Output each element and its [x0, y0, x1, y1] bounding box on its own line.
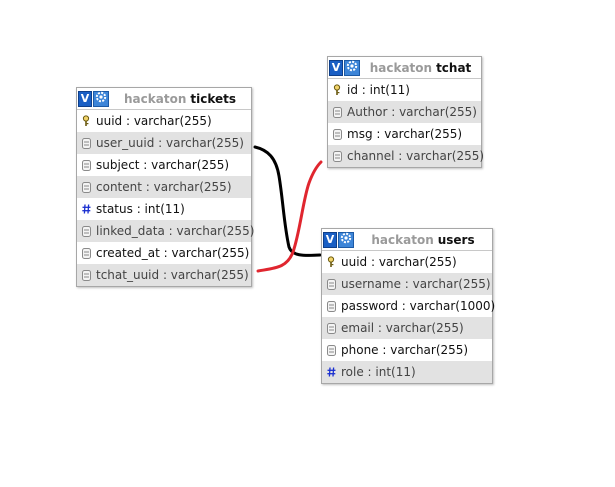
- column-label: password : varchar(1000): [341, 299, 496, 313]
- column-icon: [332, 106, 342, 118]
- table-column-row[interactable]: channel : varchar(255): [328, 145, 485, 167]
- column-list: uuid : varchar(255) user_uuid : varchar(2…: [77, 110, 255, 286]
- column-label: Author : varchar(255): [347, 105, 477, 119]
- column-icon: [81, 137, 91, 149]
- column-icon: [81, 181, 91, 193]
- table-options-button[interactable]: [338, 231, 354, 248]
- table-options-button[interactable]: [93, 90, 109, 107]
- column-icon: [332, 128, 342, 140]
- table-options-button[interactable]: [344, 59, 360, 76]
- column-label: role : int(11): [341, 365, 416, 379]
- relation-line-user-uuid-to-users-uuid: [253, 145, 322, 257]
- table-column-row[interactable]: msg : varchar(255): [328, 123, 481, 145]
- column-label: email : varchar(255): [341, 321, 464, 335]
- database-name: hackaton: [371, 232, 434, 247]
- table-column-row[interactable]: password : varchar(1000): [322, 295, 496, 317]
- table-column-row[interactable]: username : varchar(255): [322, 273, 492, 295]
- column-label: subject : varchar(255): [96, 158, 230, 172]
- column-label: content : varchar(255): [96, 180, 232, 194]
- column-icon: [81, 247, 91, 259]
- hash-icon: [81, 203, 91, 215]
- table-column-row[interactable]: tchat_uuid : varchar(255): [77, 264, 251, 286]
- key-icon: [332, 84, 342, 96]
- table-name: users: [437, 232, 475, 247]
- gear-icon: [95, 91, 107, 106]
- relation-line-tchat-uuid-to-tchat: [256, 160, 323, 273]
- table-column-row[interactable]: Author : varchar(255): [328, 101, 481, 123]
- column-icon: [326, 278, 336, 290]
- table-column-row[interactable]: content : varchar(255): [77, 176, 251, 198]
- key-icon: [326, 256, 336, 268]
- table-column-row[interactable]: id : int(11): [328, 79, 481, 101]
- column-icon: [326, 322, 336, 334]
- table-column-row[interactable]: status : int(11): [77, 198, 251, 220]
- column-label: status : int(11): [96, 202, 185, 216]
- toggle-columns-button[interactable]: V: [329, 59, 343, 76]
- gear-icon: [340, 232, 352, 247]
- column-list: uuid : varchar(255) username : varchar(25…: [322, 251, 496, 383]
- table-name: tchat: [436, 60, 472, 75]
- toggle-columns-button[interactable]: V: [323, 231, 337, 248]
- column-label: id : int(11): [347, 83, 410, 97]
- column-label: username : varchar(255): [341, 277, 491, 291]
- column-icon: [81, 225, 91, 237]
- table-column-row[interactable]: linked_data : varchar(255): [77, 220, 255, 242]
- database-name: hackaton: [369, 60, 433, 75]
- column-label: user_uuid : varchar(255): [96, 136, 244, 150]
- table-column-row[interactable]: role : int(11): [322, 361, 492, 383]
- column-label: phone : varchar(255): [341, 343, 469, 357]
- column-label: channel : varchar(255): [347, 149, 485, 163]
- column-label: linked_data : varchar(255): [96, 224, 255, 238]
- table-column-row[interactable]: user_uuid : varchar(255): [77, 132, 251, 154]
- table-column-row[interactable]: created_at : varchar(255): [77, 242, 251, 264]
- column-label: uuid : varchar(255): [96, 114, 212, 128]
- column-label: tchat_uuid : varchar(255): [96, 268, 249, 282]
- column-icon: [326, 344, 336, 356]
- table-name: tickets: [190, 91, 236, 106]
- column-icon: [326, 300, 336, 312]
- table-column-row[interactable]: uuid : varchar(255): [77, 110, 251, 132]
- column-icon: [81, 159, 91, 171]
- gear-icon: [346, 60, 358, 75]
- table-column-row[interactable]: subject : varchar(255): [77, 154, 251, 176]
- key-icon: [81, 115, 91, 127]
- column-label: msg : varchar(255): [347, 127, 463, 141]
- column-icon: [332, 150, 342, 162]
- column-icon: [81, 269, 91, 281]
- toggle-columns-button[interactable]: V: [78, 90, 92, 107]
- table-column-row[interactable]: uuid : varchar(255): [322, 251, 492, 273]
- table-column-row[interactable]: email : varchar(255): [322, 317, 492, 339]
- column-label: created_at : varchar(255): [96, 246, 250, 260]
- table-column-row[interactable]: phone : varchar(255): [322, 339, 492, 361]
- database-name: hackaton: [124, 91, 187, 106]
- column-label: uuid : varchar(255): [341, 255, 457, 269]
- hash-icon: [326, 366, 336, 378]
- column-list: id : int(11) Author : varchar(255) msg : v…: [328, 79, 485, 167]
